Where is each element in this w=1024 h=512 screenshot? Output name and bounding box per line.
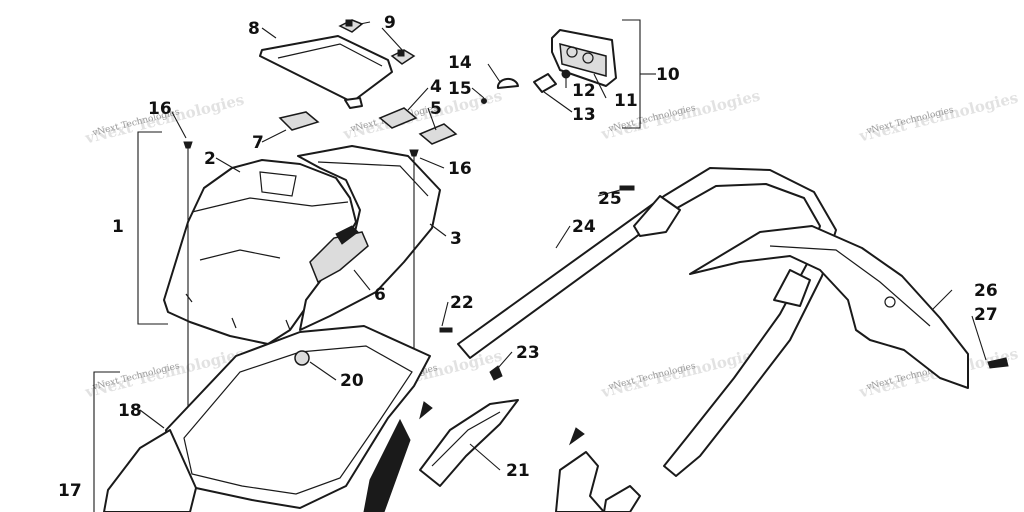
callout-27: 27: [974, 305, 998, 325]
part-10-tail-light: [481, 29, 617, 104]
callout-12: 12: [572, 81, 596, 101]
callout-26: 26: [974, 281, 998, 301]
part-26-rear-fender: [689, 225, 1009, 389]
callout-20: 20: [340, 371, 364, 391]
callout-7: 7: [252, 133, 264, 153]
part-8-rack-plate: [259, 35, 393, 109]
callout-22: 22: [450, 293, 474, 313]
callout-5: 5: [430, 99, 442, 119]
callout-25: 25: [598, 189, 622, 209]
callout-14: 14: [448, 53, 472, 73]
direction-arrows: [419, 401, 585, 446]
callout-18: 18: [118, 401, 142, 421]
callout-2: 2: [204, 149, 216, 169]
leader-lines: [139, 21, 987, 471]
callout-24: 24: [572, 217, 596, 237]
callout-17: 17: [58, 481, 82, 501]
part-21-side-panel: [419, 399, 641, 512]
part-18-20-storage-tray: [103, 325, 431, 512]
callout-10: 10: [656, 65, 680, 85]
callout-16a: 16: [148, 99, 172, 119]
callout-11: 11: [614, 91, 638, 111]
part-3-seat-upper: [297, 145, 441, 331]
callout-8: 8: [248, 19, 260, 39]
callout-4: 4: [430, 77, 442, 97]
callout-21: 21: [506, 461, 530, 481]
part-4-5-7-decals: [278, 107, 458, 145]
callout-15: 15: [448, 79, 472, 99]
callout-9: 9: [384, 13, 396, 33]
callout-3: 3: [450, 229, 462, 249]
part-24-grab-bar: [439, 167, 837, 477]
callout-23: 23: [516, 343, 540, 363]
callout-16b: 16: [448, 159, 472, 179]
callout-6: 6: [374, 285, 386, 305]
callout-1: 1: [112, 217, 124, 237]
callout-13: 13: [572, 105, 596, 125]
